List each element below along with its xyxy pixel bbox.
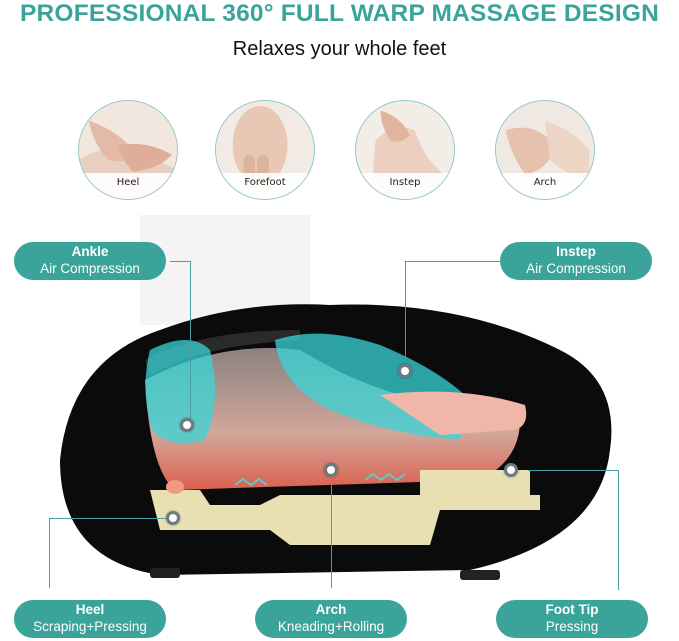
massage-area-instep: Instep	[355, 100, 455, 200]
callout-arch: Arch Kneading+Rolling	[255, 600, 407, 638]
massage-area-heel: Heel	[78, 100, 178, 200]
instep-hotspot	[398, 364, 412, 378]
massage-area-label: Instep	[356, 173, 454, 199]
ankle-connector	[190, 261, 191, 424]
foot-massager-illustration	[60, 215, 612, 580]
heel-hotspot	[166, 511, 180, 525]
instep-connector	[405, 261, 406, 371]
callout-heel: Heel Scraping+Pressing	[14, 600, 166, 638]
callout-desc: Air Compression	[526, 261, 626, 276]
ankle-hotspot	[180, 418, 194, 432]
callout-title: Instep	[556, 244, 596, 259]
callout-title: Foot Tip	[545, 602, 599, 617]
instep-connector	[405, 261, 500, 262]
callout-foot-tip: Foot Tip Pressing	[496, 600, 648, 638]
heel-connector	[49, 518, 50, 588]
callout-ankle: Ankle Air Compression	[14, 242, 166, 280]
ankle-connector	[170, 261, 191, 262]
callout-title: Heel	[75, 602, 105, 617]
foot-tip-connector	[528, 470, 618, 471]
callout-title: Arch	[315, 602, 347, 617]
subheadline: Relaxes your whole feet	[232, 38, 447, 60]
callout-instep: Instep Air Compression	[500, 242, 652, 280]
headline: PROFESSIONAL 360° FULL WARP MASSAGE DESI…	[20, 0, 659, 27]
massage-area-forefoot: Forefoot	[215, 100, 315, 200]
arch-hotspot	[324, 463, 338, 477]
massage-area-arch: Arch	[495, 100, 595, 200]
callout-title: Ankle	[71, 244, 109, 259]
massage-area-label: Forefoot	[216, 173, 314, 199]
callout-desc: Kneading+Rolling	[277, 619, 385, 634]
massage-area-label: Arch	[496, 173, 594, 199]
callout-desc: Pressing	[545, 619, 599, 634]
callout-desc: Air Compression	[40, 261, 140, 276]
arch-connector	[331, 478, 332, 588]
heel-connector	[49, 518, 169, 519]
foot-tip-hotspot	[504, 463, 518, 477]
callout-desc: Scraping+Pressing	[33, 619, 147, 634]
foot-tip-connector	[618, 470, 619, 590]
massage-area-label: Heel	[79, 173, 177, 199]
